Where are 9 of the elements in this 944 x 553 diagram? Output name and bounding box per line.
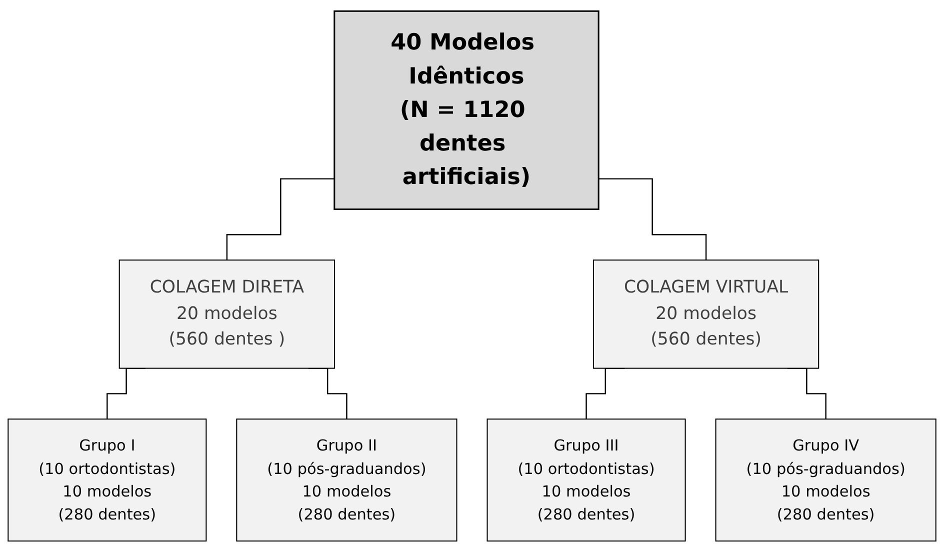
node-box: Grupo III (10 ortodontistas) 10 modelos (280 dentes) [486,419,686,542]
node-box: COLAGEM VIRTUAL 20 modelos (560 dentes) [592,260,820,370]
node-box: Grupo IV (10 pós-graduandos) 10 modelos (280 dentes) [715,419,936,542]
node-box: COLAGEM DIRETA 20 modelos (560 dentes ) [118,260,336,370]
node-box: Grupo II (10 pós-graduandos) 10 modelos (280 dentes) [236,419,458,542]
node-box: 40 Modelos Idênticos (N = 1120 dentes artificiais) [334,10,600,210]
node-box: Grupo I (10 ortodontistas) 10 modelos (280 dentes) [8,419,207,542]
connector [598,178,707,262]
connector [226,178,334,262]
